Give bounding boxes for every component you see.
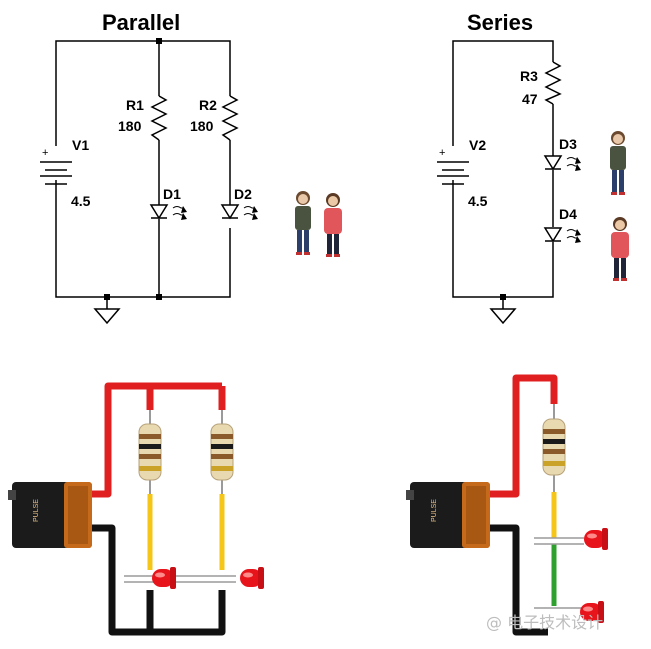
v2-value: 4.5: [468, 193, 488, 209]
series-ground-symbol: [490, 296, 516, 324]
d1-led-symbol: [150, 204, 188, 221]
child-photo: [295, 191, 311, 255]
led-component: [584, 528, 608, 550]
d2-led-symbol: [221, 204, 259, 221]
series-wiring-illustration: [482, 374, 584, 636]
r3-value: 47: [522, 91, 538, 107]
junction-dot: [156, 294, 162, 300]
r1-value: 180: [118, 118, 142, 134]
resistor-component: [542, 418, 566, 476]
d2-label: D2: [234, 186, 252, 202]
series-title: Series: [467, 10, 533, 35]
d3-label: D3: [559, 136, 577, 152]
d1-label: D1: [163, 186, 181, 202]
junction-dot: [156, 38, 162, 44]
child-photo: [324, 193, 342, 257]
parallel-top-wire: [55, 40, 231, 146]
parallel-bottom-wire: [55, 180, 231, 298]
r1-label: R1: [126, 97, 144, 113]
r2-label: R2: [199, 97, 217, 113]
battery-component: [406, 482, 490, 548]
r2-symbol: [221, 95, 239, 141]
resistor-component: [138, 423, 162, 481]
parallel-wiring-illustration: [84, 382, 236, 636]
led-component: [240, 567, 264, 589]
v2-label: V2: [469, 137, 486, 153]
led-component: [152, 567, 176, 589]
battery-label: PULSE: [33, 499, 40, 522]
parallel-title: Parallel: [102, 10, 180, 35]
v1-label: V1: [72, 137, 89, 153]
parallel-schematic: [55, 40, 239, 298]
r3-label: R3: [520, 68, 538, 84]
v1-value: 4.5: [71, 193, 91, 209]
v2-plus-label: +: [439, 147, 445, 159]
d4-label: D4: [559, 206, 577, 222]
parallel-ground-symbol: [94, 296, 120, 324]
d3-led-symbol: [544, 155, 582, 172]
v1-plus-label: +: [42, 147, 48, 159]
r3-symbol: [544, 61, 562, 105]
child-photo: [611, 217, 629, 281]
series-top-wire: [452, 40, 554, 146]
series-schematic: [452, 40, 562, 298]
d4-led-symbol: [544, 227, 582, 244]
battery-component: [8, 482, 92, 548]
r2-value: 180: [190, 118, 214, 134]
child-photo: [610, 131, 626, 195]
resistor-component: [210, 423, 234, 481]
v1-battery-symbol: [40, 161, 72, 185]
battery-label: PULSE: [431, 499, 438, 522]
watermark: @ 电子技术设计: [486, 613, 603, 632]
r1-symbol: [150, 95, 168, 141]
v2-battery-symbol: [437, 161, 469, 185]
